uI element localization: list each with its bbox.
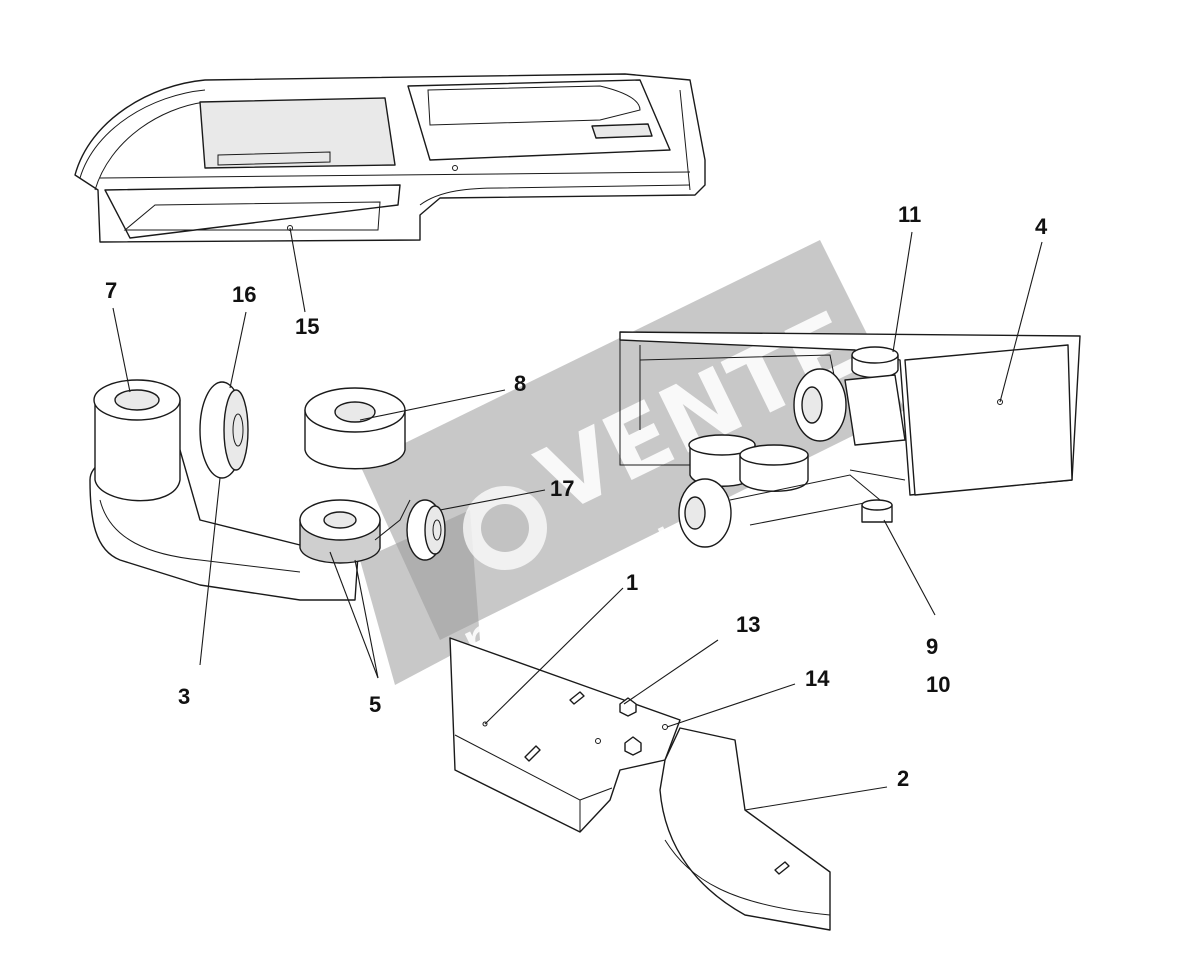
callout-10: 10 [926, 672, 950, 697]
bogie-rollers [678, 368, 906, 548]
callout-16: 16 [232, 282, 256, 307]
watermark: VENTE movente [360, 240, 905, 685]
part-7-caster-wheel [93, 379, 181, 502]
callout-11: 11 [898, 202, 921, 227]
part-17-side-roller [406, 499, 446, 561]
callout-1: 1 [626, 570, 638, 595]
part-8-roller [304, 387, 406, 470]
callout-3: 3 [178, 684, 190, 709]
part-1-base-plate [449, 637, 681, 833]
part-15-cover-panel [74, 73, 706, 243]
callout-5: 5 [369, 692, 381, 717]
part-9-10-bolt-nut [861, 499, 893, 523]
callout-8: 8 [514, 371, 526, 396]
callout-9: 9 [926, 634, 938, 659]
callout-13: 13 [736, 612, 760, 637]
part-2-fork-arm [659, 727, 831, 931]
callout-14: 14 [805, 666, 830, 691]
part-4-bogie-housing [619, 331, 1081, 496]
part-16-load-roller [199, 381, 249, 479]
callout-4: 4 [1035, 214, 1048, 239]
part-5-roller-pair [299, 499, 411, 564]
callout-labels: 1 2 3 4 5 7 8 9 10 11 13 14 15 16 17 [105, 202, 1048, 791]
leader-lines [112, 227, 1043, 811]
callout-2: 2 [897, 766, 909, 791]
callout-7: 7 [105, 278, 117, 303]
callout-15: 15 [295, 314, 319, 339]
part-11-pivot-bushing [851, 346, 899, 379]
callout-17: 17 [550, 476, 574, 501]
